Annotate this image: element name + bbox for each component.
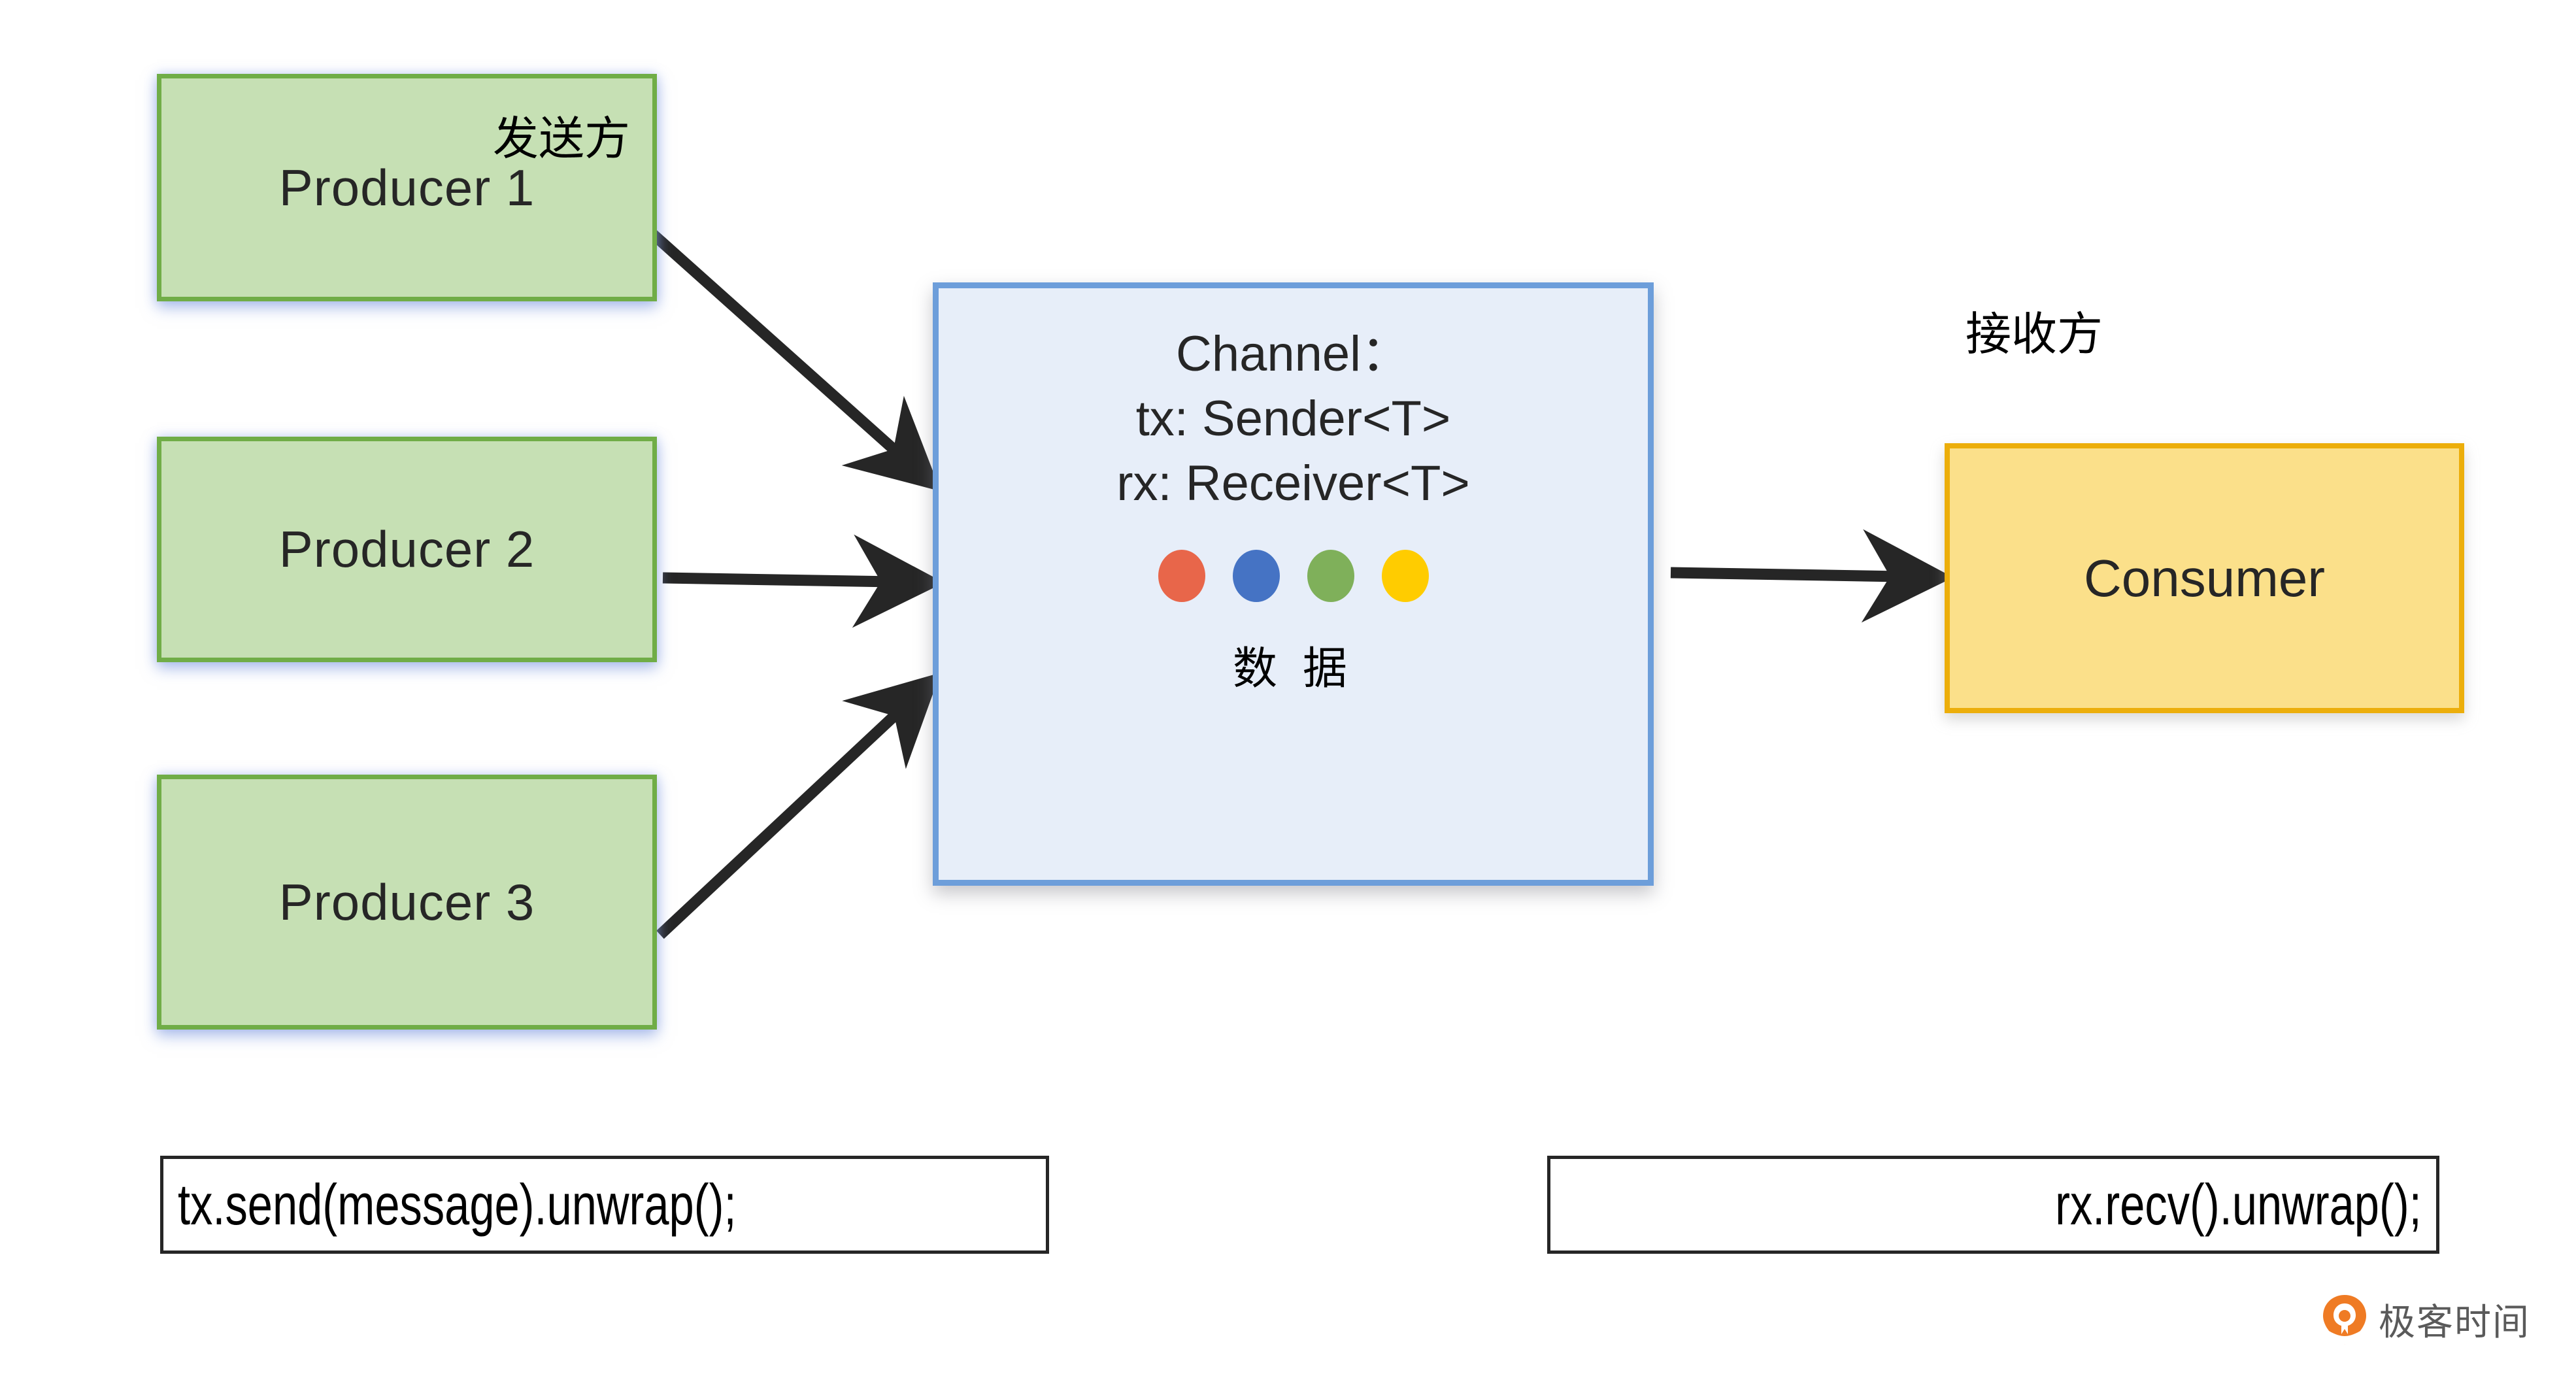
data-dot-green: [1307, 550, 1354, 603]
consumer-label: Consumer: [2083, 548, 2326, 607]
channel-title: Channel：: [1175, 326, 1411, 382]
receiver-label: 接收方: [1965, 309, 2103, 360]
data-dot-yellow: [1381, 550, 1429, 603]
sender-label: 发送方: [493, 113, 630, 164]
data-dot-red: [1158, 550, 1205, 603]
geektime-logo-icon: [2323, 1294, 2366, 1345]
producer-2-box[interactable]: Producer 2: [157, 437, 657, 662]
producer-3-box[interactable]: Producer 3: [157, 775, 657, 1030]
arrow-producer1-to-channel: [644, 226, 941, 492]
producer-3-label: Producer 3: [278, 873, 535, 931]
producer-1-label: Producer 1: [278, 158, 535, 216]
code-box-send[interactable]: tx.send(message).unwrap();: [160, 1156, 1049, 1254]
watermark-text: 极客时间: [2379, 1301, 2530, 1343]
data-caption: 数 据: [1233, 644, 1354, 694]
arrow-producer3-to-channel: [656, 673, 941, 939]
consumer-box[interactable]: Consumer: [1945, 443, 2464, 713]
channel-box[interactable]: Channel： tx: Sender<T> rx: Receiver<T> 数…: [933, 282, 1654, 886]
channel-rx-line: rx: Receiver<T>: [1116, 455, 1470, 511]
arrow-producer2-to-channel: [662, 534, 945, 628]
data-dots-row: [1158, 550, 1429, 603]
code-box-recv[interactable]: rx.recv().unwrap();: [1547, 1156, 2439, 1254]
geektime-watermark: 极客时间: [2321, 1293, 2530, 1346]
data-dot-blue: [1232, 550, 1280, 603]
channel-tx-line: tx: Sender<T>: [1135, 390, 1451, 446]
code-send-text: tx.send(message).unwrap();: [178, 1172, 737, 1237]
code-recv-text: rx.recv().unwrap();: [2055, 1172, 2422, 1237]
arrow-channel-to-consumer: [1670, 529, 1954, 623]
producer-2-label: Producer 2: [278, 520, 535, 578]
producer-1-box[interactable]: Producer 1 发送方: [157, 74, 657, 301]
